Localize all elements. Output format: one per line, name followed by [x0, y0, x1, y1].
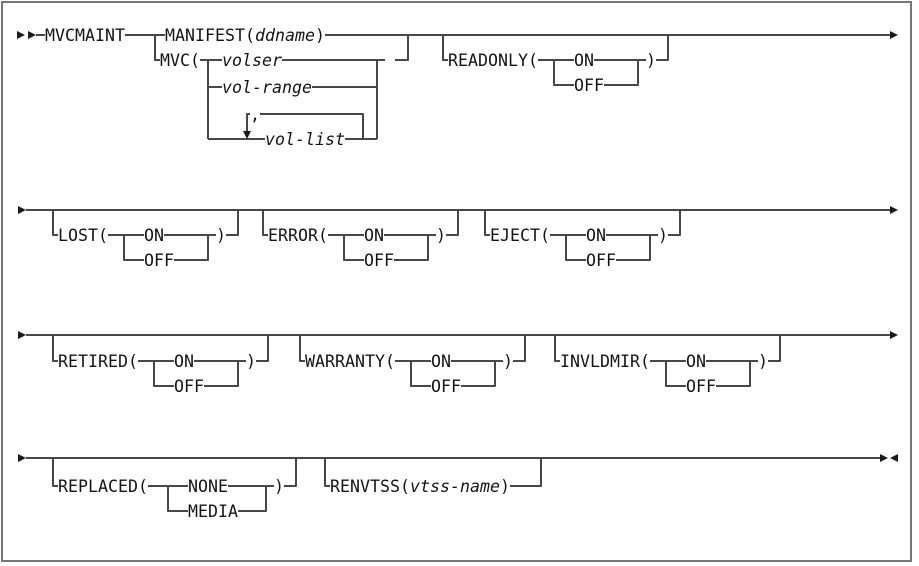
end-arrow-icon: [880, 454, 888, 462]
value-on: ON: [686, 352, 706, 371]
value-off: OFF: [686, 377, 716, 396]
value-none: NONE: [188, 477, 228, 496]
close-paren: ): [646, 51, 656, 70]
close-paren: ): [436, 226, 446, 245]
keyword-readonly-open: READONLY(: [448, 51, 538, 70]
close-paren: ): [216, 226, 226, 245]
continue-arrow-icon: [890, 331, 898, 339]
variable-vol-range: vol-range: [222, 78, 312, 97]
close-paren: ): [658, 226, 668, 245]
value-off: OFF: [586, 251, 616, 270]
keyword-replaced-open: REPLACED(: [58, 477, 148, 496]
value-on: ON: [144, 226, 164, 245]
keyword-warranty-open: WARRANTY(: [305, 352, 395, 371]
close-paren: ): [500, 477, 510, 496]
connector: [324, 458, 542, 487]
variable-vol-list: vol-list: [265, 130, 345, 149]
row-1: MVCMAINT MANIFEST( ddname ) MVC( volser …: [17, 26, 898, 149]
start-arrow-icon: [28, 31, 36, 39]
keyword-retired-open: RETIRED(: [58, 352, 138, 371]
continue-arrow-icon: [18, 206, 26, 214]
value-on: ON: [364, 226, 384, 245]
value-on: ON: [431, 352, 451, 371]
value-on: ON: [574, 51, 594, 70]
keyword-mvc-open: MVC(: [160, 51, 200, 70]
connector: [442, 35, 669, 86]
continue-arrow-icon: [18, 331, 26, 339]
variable-vtss-name: vtss-name: [410, 477, 500, 496]
connector: [52, 458, 297, 512]
close-paren: ): [246, 352, 256, 371]
row-4: REPLACED( NONE ) MEDIA RENVTSS( vtss-nam…: [18, 454, 898, 521]
close-paren: ): [758, 352, 768, 371]
end-arrow-icon: [890, 454, 898, 462]
continue-arrow-icon: [890, 31, 898, 39]
continue-arrow-icon: [890, 206, 898, 214]
value-off: OFF: [431, 377, 461, 396]
connector: [154, 35, 409, 140]
variable-ddname: ddname: [255, 26, 315, 45]
start-arrow-icon: [17, 31, 25, 39]
connector: [299, 335, 526, 387]
keyword-error-open: ERROR(: [268, 226, 328, 245]
variable-volser: volser: [222, 51, 282, 70]
connector: [554, 335, 781, 387]
value-off: OFF: [174, 377, 204, 396]
value-on: ON: [586, 226, 606, 245]
value-off: OFF: [364, 251, 394, 270]
keyword-mvcmaint: MVCMAINT: [45, 26, 125, 45]
keyword-invldmir-open: INVLDMIR(: [560, 352, 650, 371]
value-off: OFF: [574, 76, 604, 95]
connector: [52, 210, 239, 261]
connector: [484, 210, 681, 261]
close-paren: ): [274, 477, 284, 496]
loop-comma: ,: [250, 105, 260, 124]
value-off: OFF: [144, 251, 174, 270]
close-paren: ): [315, 26, 325, 45]
keyword-eject-open: EJECT(: [490, 226, 550, 245]
value-on: ON: [174, 352, 194, 371]
row-2: LOST( ON ) OFF ERROR( ON ) OFF EJECT( ON…: [18, 206, 898, 270]
connector: [262, 210, 459, 261]
continue-arrow-icon: [18, 454, 26, 462]
row-3: RETIRED( ON ) OFF WARRANTY( ON ) OFF INV…: [18, 331, 898, 396]
keyword-lost-open: LOST(: [58, 226, 108, 245]
loop-repeat-arrow-icon: [243, 131, 251, 139]
keyword-renvtss-open: RENVTSS(: [330, 477, 410, 496]
connector: [52, 335, 269, 387]
keyword-manifest-open: MANIFEST(: [165, 26, 255, 45]
value-media: MEDIA: [188, 502, 238, 521]
close-paren: ): [503, 352, 513, 371]
